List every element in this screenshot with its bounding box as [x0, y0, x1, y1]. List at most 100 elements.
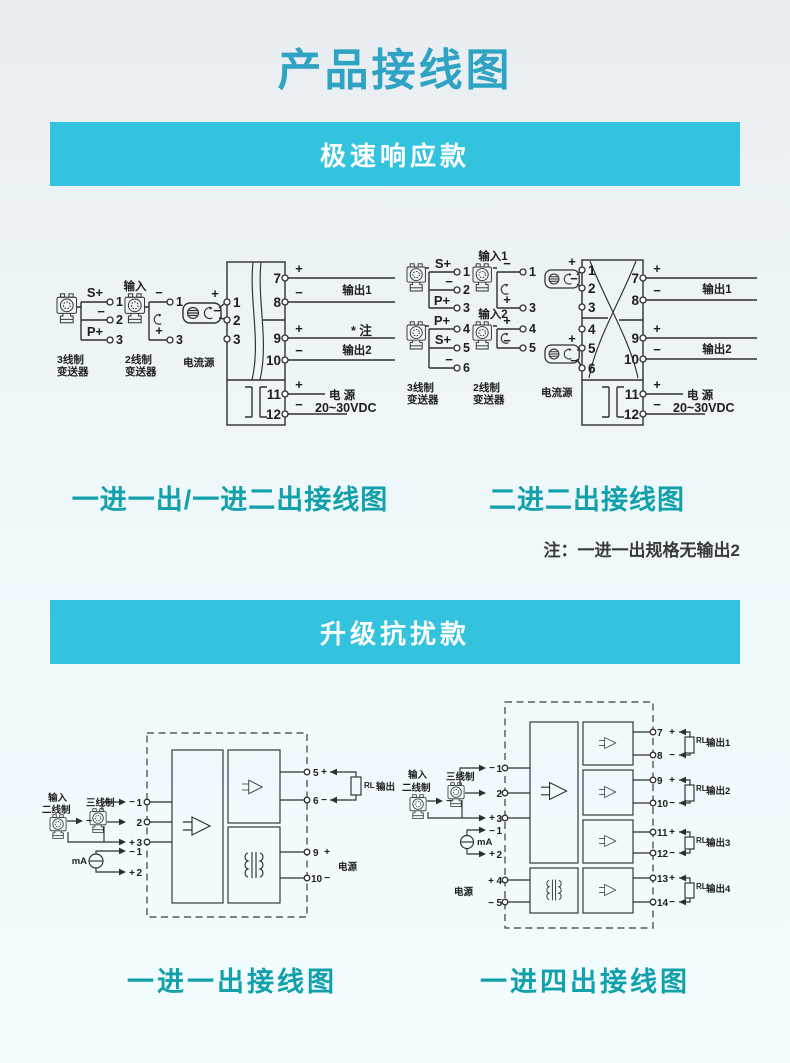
terminal-number: 3: [529, 301, 536, 315]
terminal-number: 11: [625, 387, 640, 402]
sign-minus: −: [488, 898, 494, 909]
sign-plus: +: [503, 313, 511, 328]
terminal-number: 2: [463, 283, 470, 297]
sign-minus: −: [653, 283, 661, 298]
rl-label: RL: [364, 781, 375, 790]
terminal-number: 1: [529, 265, 536, 279]
amplifier-icon: [241, 779, 263, 795]
sign-minus: −: [324, 873, 330, 884]
sign-plus: +: [503, 292, 511, 307]
terminal-number: 2: [136, 868, 142, 879]
sign-minus: −: [129, 797, 135, 808]
sign-plus: +: [295, 377, 303, 392]
caption-1in1out-1in2out: 一进一出/一进二出接线图: [71, 485, 389, 515]
sign-splus: S+: [87, 285, 104, 300]
diagram-1in1out-1in2out: S+ − P+ 1 2 3 3线制 变送器 输入 − + 1 3 2线制 变送器: [56, 261, 395, 426]
transmitter-label: 变送器: [57, 365, 89, 378]
output-load: 5 + 6 − RL 输出: [313, 767, 395, 807]
output-loads: 7 + 8 − RL 输出1 9 + 10 − RL 输出2 11 + 12 −: [657, 727, 731, 909]
transmitter-3wire-1: S+ − P+ 1 2 3: [406, 256, 470, 315]
sign-minus: −: [503, 256, 511, 271]
terminal-number: 1: [136, 798, 142, 809]
terminal-number: 12: [657, 849, 669, 860]
sign-minus: −: [445, 352, 453, 367]
sign-minus: −: [295, 343, 303, 358]
terminal-number: 4: [463, 322, 470, 336]
current-source-1: + −: [544, 254, 582, 289]
transmitter-2wire-1: 输入1 − + 1 3: [472, 249, 536, 315]
ma-label: mA: [72, 856, 87, 867]
sign-minus: −: [129, 847, 135, 858]
isolator-block: 1 2 3 7 8 9 10 11 12: [223, 261, 289, 426]
transmitter-3wire-2: P+ S+ − 4 5 6 3线制 变送器: [406, 313, 470, 406]
ma-label: mA: [477, 837, 492, 848]
transmitter-2wire: 输入 − + 1 3 2线制 变送器: [124, 279, 184, 378]
input1-label: 输入1: [478, 249, 508, 263]
note-mark: * 注: [351, 323, 372, 338]
terminal-number: 2: [116, 313, 123, 327]
output2-label: 输出2: [702, 342, 731, 356]
sign-pplus: P+: [87, 324, 104, 339]
rl-label: RL: [696, 882, 707, 891]
isolator-module: [501, 701, 657, 929]
isolator-block: 1 2 3 4 5 6 7 8 9 10 11 12: [578, 259, 647, 426]
terminal-number: 10: [311, 874, 323, 885]
sign-minus: −: [669, 848, 675, 859]
sign-minus: −: [445, 274, 453, 289]
terminal-number: 1: [116, 295, 123, 309]
terminal-number: 9: [313, 848, 319, 859]
amplifier-icon: [598, 786, 617, 798]
transmitter-3wire-label: 3线制: [407, 381, 434, 394]
sign-plus: +: [669, 775, 675, 786]
output1-label: 输出1: [706, 737, 731, 749]
output-wiring: + − 输出1 + * 注 − 输出2 + 电 源 − 20~30VDC: [288, 261, 395, 415]
caption-1in1out: 一进一出接线图: [127, 967, 337, 997]
terminal-number: 3: [116, 333, 123, 347]
sign-plus: +: [295, 321, 303, 336]
sign-splus: S+: [435, 256, 452, 271]
output1-label: 输出1: [702, 282, 732, 296]
input-devices: 输入 二线制 三线制 mA − − + − + 1 2 3 1 2: [42, 792, 142, 879]
banner-fast-label: 极速响应款: [319, 140, 470, 171]
sign-pplus: P+: [434, 313, 451, 328]
terminal-number: 5: [496, 898, 502, 909]
sign-minus: −: [570, 271, 578, 286]
sign-plus: +: [669, 873, 675, 884]
diagram-1in4out-upgraded: 输入 二线制 三线制 mA − − + − + 1 2 3 1 2 电源 +: [402, 701, 731, 929]
load-resistor: [684, 836, 695, 850]
terminal-number: 9: [657, 776, 663, 787]
power-terminals: 9 + 10 − 电源: [311, 847, 358, 885]
output-wiring: + − 输出1 + − 输出2 + 电 源 − 20~30VDC: [646, 261, 757, 415]
transmitter-label: 变送器: [125, 365, 157, 378]
terminal-number: 7: [631, 271, 639, 286]
terminal-number: 12: [624, 407, 639, 422]
terminal-number: 14: [657, 898, 669, 909]
output3-label: 输出3: [706, 837, 730, 849]
transmitter-2wire-2: 输入2 + − 4 5 2线制 变送器: [472, 307, 536, 406]
transmitter-2wire-icon: [409, 794, 427, 819]
terminal-number: 1: [463, 265, 470, 279]
sign-plus: +: [669, 727, 675, 738]
current-source-2: + − 电流源: [541, 331, 582, 399]
amplifier-icon: [540, 781, 568, 801]
transmitter-3wire-label: 3线制: [57, 353, 84, 366]
terminal-number: 10: [657, 799, 669, 810]
sign-plus: +: [568, 254, 576, 269]
power-label: 电源: [338, 861, 358, 873]
wire2-label: 二线制: [402, 782, 431, 794]
input2-label: 输入2: [478, 307, 507, 321]
terminal-number: 6: [463, 361, 470, 375]
terminal-number: 1: [233, 295, 241, 310]
sign-minus: −: [503, 333, 511, 348]
current-source-label: 电流源: [541, 386, 573, 399]
terminal-number: 2: [136, 818, 142, 829]
terminal-number: 3: [588, 300, 596, 315]
sign-plus: +: [653, 377, 661, 392]
terminal-number: 3: [463, 301, 470, 315]
terminal-number: 6: [313, 796, 319, 807]
terminal-number: 13: [657, 874, 669, 885]
transmitter-2wire-label: 2线制: [473, 381, 500, 394]
sign-plus: +: [211, 286, 219, 301]
input-label: 输入: [408, 769, 428, 781]
